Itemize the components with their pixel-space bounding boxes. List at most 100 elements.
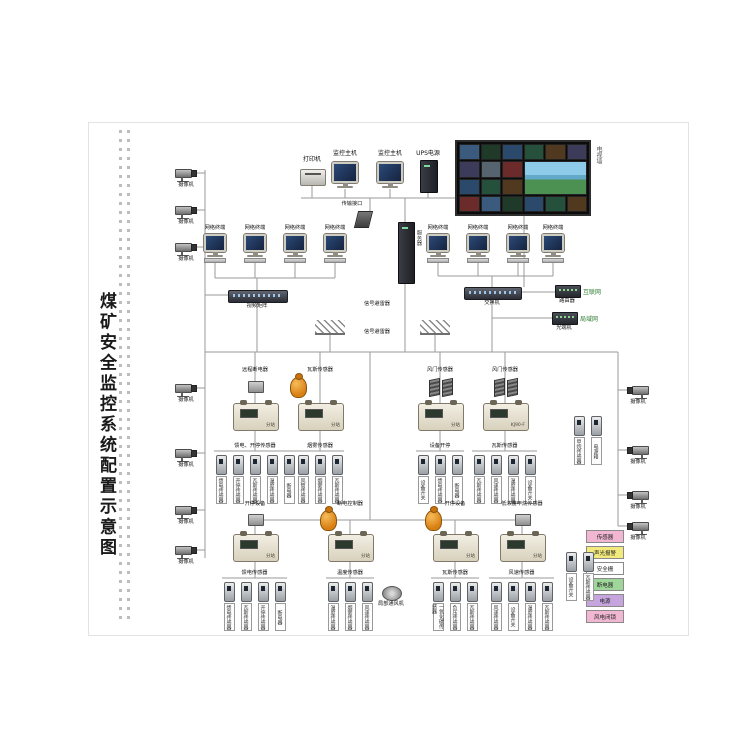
legend-item: 声光报警 [586,546,624,559]
sensor-tag-label: 瓦斯传感器 [249,476,261,504]
tv-cell [480,144,501,161]
sensor-item: 风速传感器 [489,582,503,631]
sensor-tag-label: 温度传感器 [524,603,536,631]
cluster-top-label: 断电控制器 [337,501,363,507]
decorative-dots-column [119,130,122,622]
sensor-row: 温度传感器烟雾传感器风速传感器 [326,582,374,631]
lan-label: 局域网 [580,316,599,323]
tv-cell [566,144,587,161]
sensor-device-icon [524,455,536,475]
arrester-label: 信号避雷器 [364,301,390,307]
sensor-device-icon [507,455,519,475]
sensor-tag-label: 馈电传感器 [223,603,235,631]
legend-item: 风电闭锁 [586,610,624,623]
ups-label: UPS电源 [416,150,440,157]
sensor-item: 设备开关 [564,552,578,601]
gas-sensor-figure-icon [425,506,442,531]
sensor-tag-label: 瓦斯传感器 [240,603,252,631]
sensor-row: 甲烷传感器电源箱 [572,416,603,465]
sensor-tag-label: 负压传感器 [449,603,461,631]
camera-label: 摄像机 [630,399,646,405]
sensor-device-icon [466,582,478,602]
camera-label: 摄像机 [630,504,646,510]
sensor-device-icon [573,416,585,436]
sensor-item: 温度传感器 [523,582,537,631]
terminal-label: 网络终端 [204,225,226,231]
sensor-device-icon [565,552,577,572]
sensor-device-icon [449,582,461,602]
sensor-device-icon [249,455,261,475]
terminal-label: 网络终端 [542,225,564,231]
sensor-tag-label: 烟雾传感器 [344,603,356,631]
sensor-item: 开停传感器 [231,455,245,504]
breaker-device-icon [248,514,264,526]
tv-cell [459,144,480,161]
sensor-tag-label: 电源箱 [590,437,602,465]
sensors-row-label: 瓦斯传感器 [491,443,518,449]
cctv-camera-icon [174,381,198,398]
sensor-tag-label: 甲烷传感器 [573,437,585,465]
substation-label: 分站 [533,554,542,559]
sensor-tag-label: 瓦斯传感器 [466,603,478,631]
cctv-camera-icon [174,166,198,183]
tv-cell [523,144,544,161]
cctv-camera-icon [626,383,650,400]
substation-label: 分站 [331,423,340,428]
terminal-label: 网络终端 [427,225,449,231]
sensor-tag-label: 开停传感器 [257,603,269,631]
sensor-row: 设备开关瓦斯传感器 [564,552,595,601]
sensor-row: 馈电传感器开停传感器瓦斯传感器温度传感器断电器 [214,455,296,504]
page-border [88,122,689,636]
legend-item: 断电器 [586,578,624,591]
monitor-host-2-icon [377,162,403,188]
cctv-camera-icon [174,240,198,257]
sensor-item: 瓦斯传感器 [239,582,253,631]
tv-cell [480,178,501,195]
sensor-device-icon [432,582,444,602]
sensors-row-label: 风速传感器 [508,570,535,576]
terminal-computer-icon [204,234,226,263]
tv-cell [545,144,566,161]
sensor-device-icon [223,582,235,602]
sensor-tag-label: 开停传感器 [232,476,244,504]
ups-icon [420,160,438,193]
cctv-camera-icon [626,443,650,460]
tv-cell [502,195,523,212]
sensor-item: 风速传感器 [489,455,503,504]
breaker-device-icon [515,514,531,526]
sensor-device-icon [331,455,343,475]
substation-label: 分站 [266,554,275,559]
substation-label: 分站 [466,554,475,559]
substation: 分站 [433,531,479,562]
sensor-tag-label: 设备开关 [524,476,536,504]
sensor-tag-label: 烟雾传感器 [314,476,326,504]
sensors-row-label: 温度传感器 [337,570,363,576]
sensor-row: 风筒传感器烟雾传感器瓦斯传感器 [296,455,344,504]
cctv-camera-icon [174,446,198,463]
tv-main-image [523,161,587,195]
sensor-item: 温度传感器 [326,582,340,631]
sensor-tag-label: 温度传感器 [266,476,278,504]
tv-cell [502,161,523,178]
camera-label: 摄像机 [630,535,646,541]
cctv-camera-icon [626,519,650,536]
router-icon [555,285,581,298]
sensor-tag-label: 风速传感器 [490,603,502,631]
printer-label: 打印机 [302,156,322,163]
camera-label: 摄像机 [630,459,646,465]
gas-sensor-figure-icon [290,373,307,398]
sensor-tag-label: 设备开关 [565,573,577,601]
sensor-item: 设备开关 [523,455,537,504]
sensor-device-icon [451,455,463,475]
tv-wall [455,140,591,216]
tv-cell [459,161,480,178]
terminal-computer-icon [427,234,449,263]
sensor-item: 烟雾传感器 [313,455,327,504]
camera-label: 摄像机 [178,462,194,468]
sensor-item: 甲烷传感器 [572,416,586,465]
camera-label: 摄像机 [178,519,194,525]
terminal-label: 网络终端 [324,225,346,231]
sensor-item: 温度传感器 [506,455,520,504]
tv-cell [480,195,501,212]
router-label: 路由器 [559,298,575,304]
